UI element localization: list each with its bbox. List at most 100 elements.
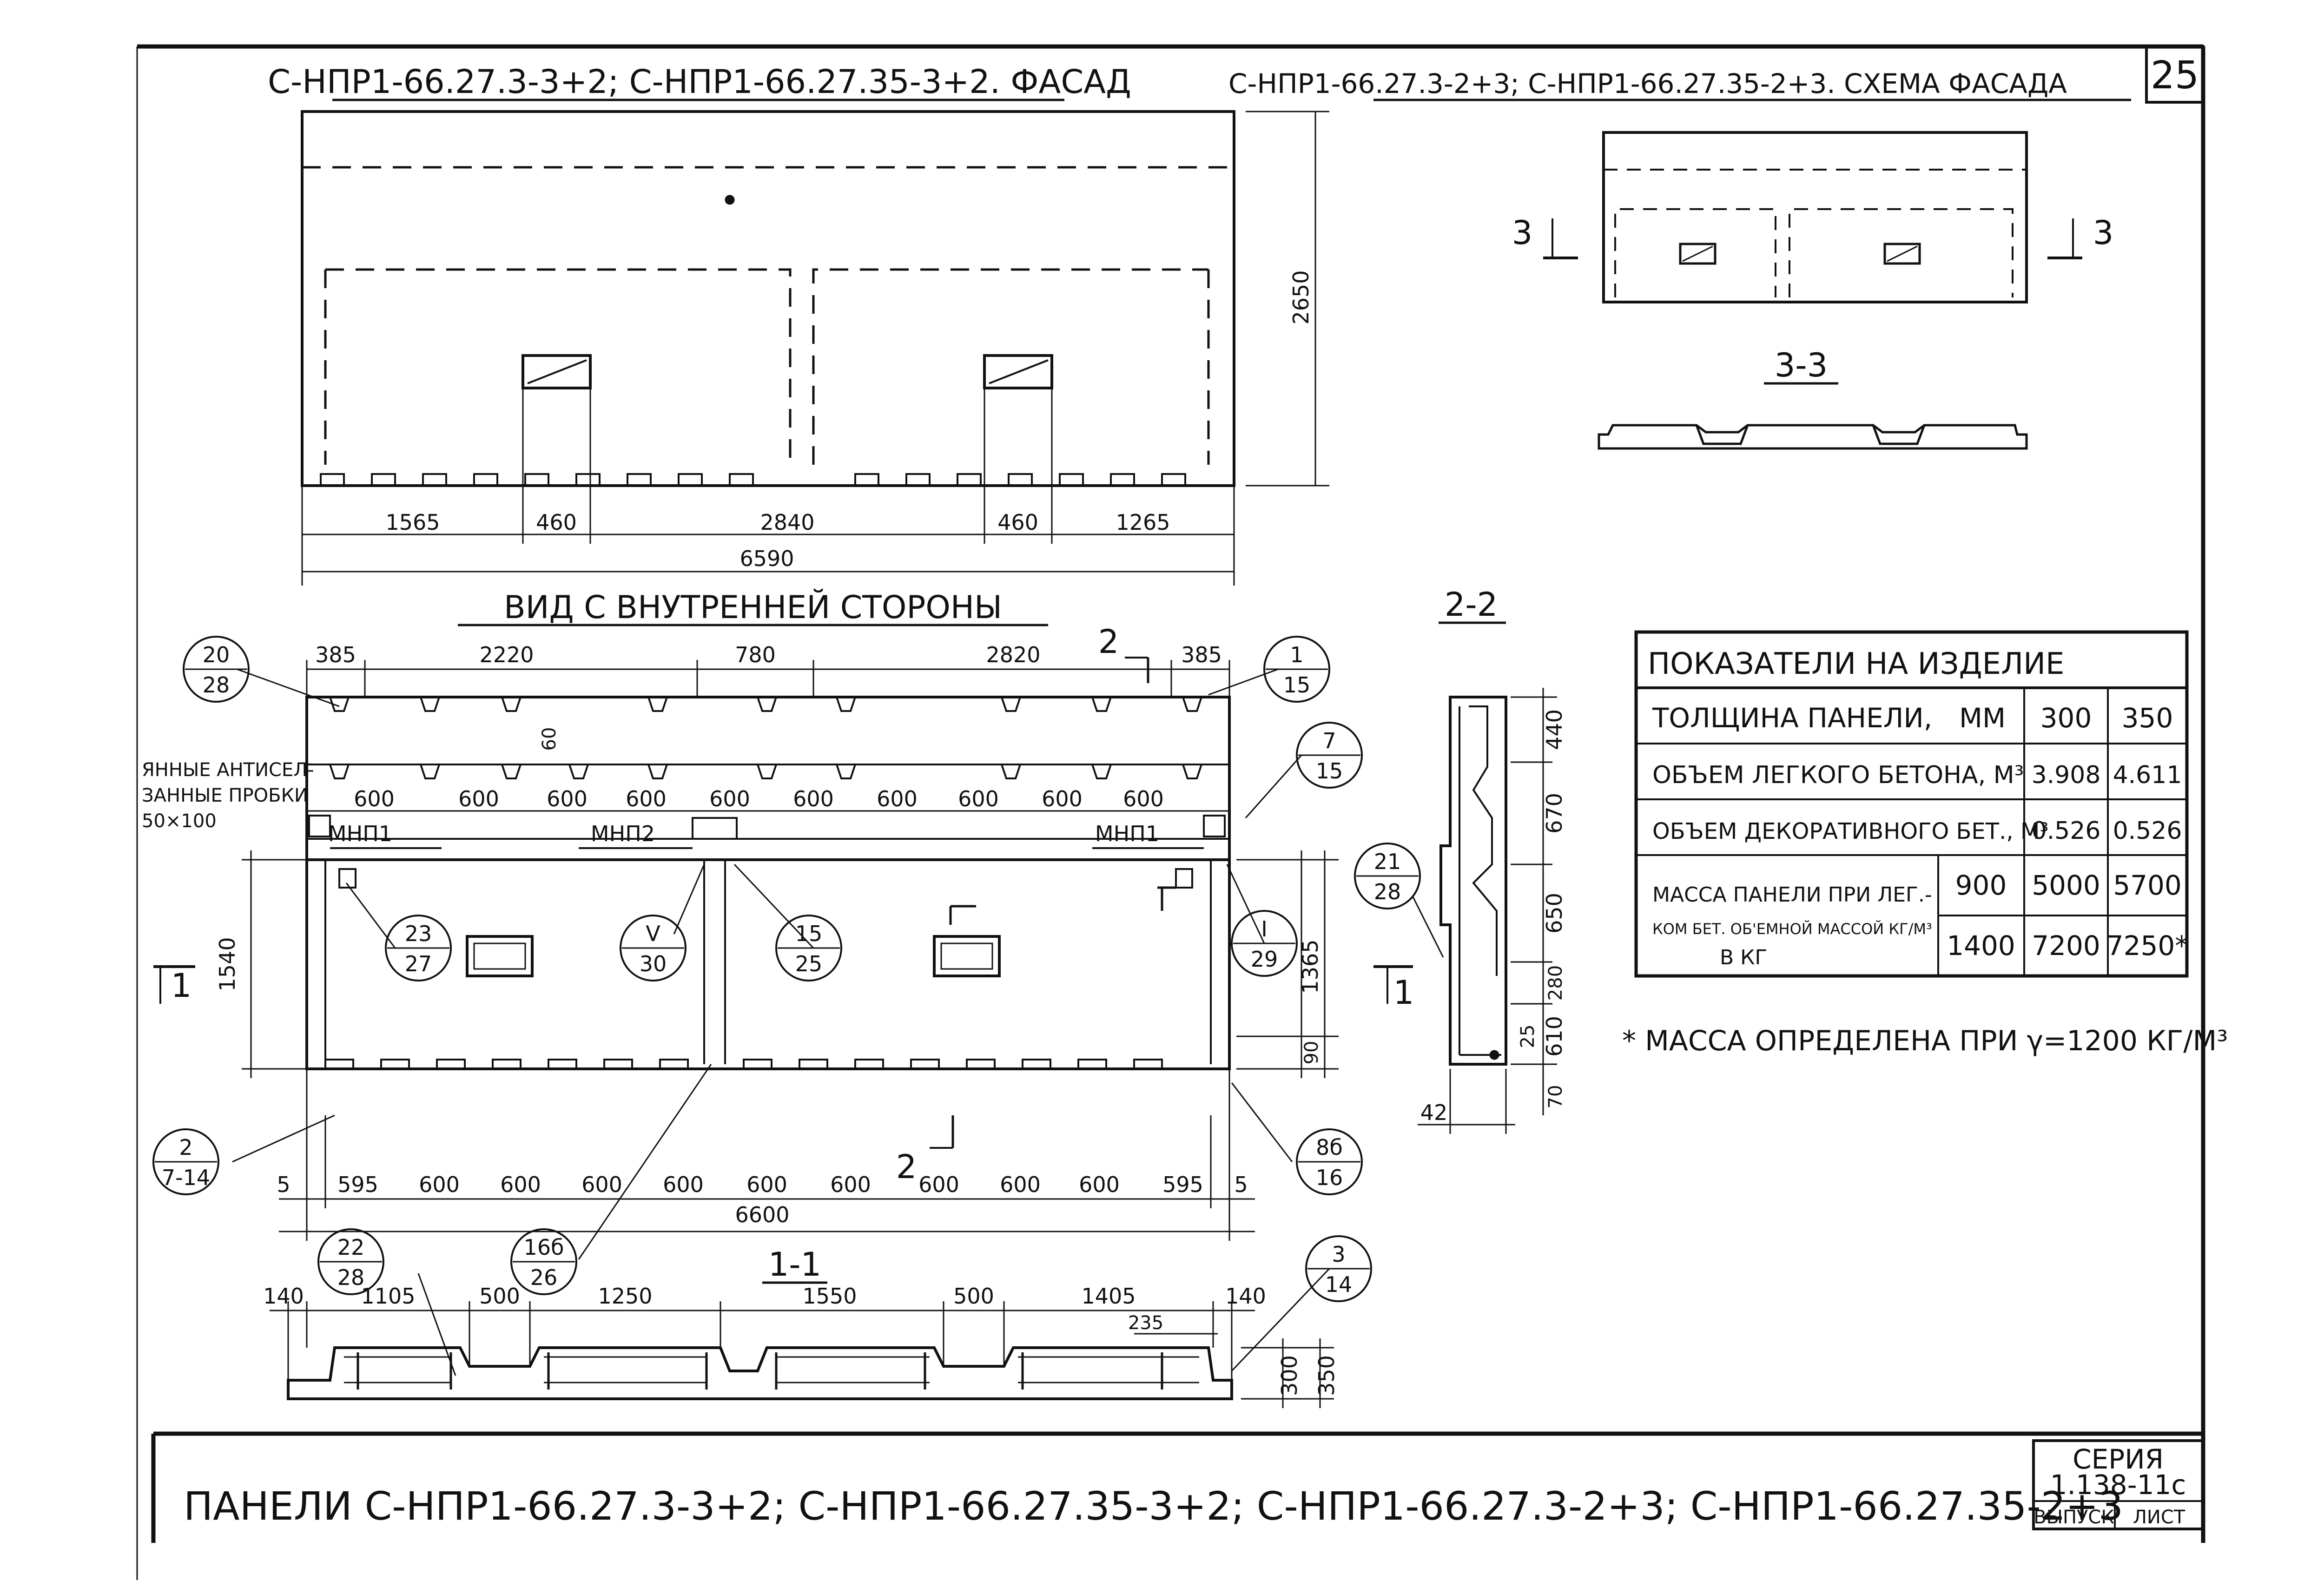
svg-text:27: 27: [405, 951, 432, 976]
callout-23-27: 23 27: [385, 915, 452, 981]
section-1-1-dims: [270, 1301, 1334, 1408]
bottom-dim-label: 600: [746, 1172, 787, 1197]
svg-text:7: 7: [1322, 728, 1336, 753]
inner-dim-1540: 1540: [215, 937, 240, 991]
sec22-dim-label: 610: [1542, 1016, 1567, 1057]
row-600-label: 600: [458, 786, 499, 811]
table-cell-thickness-350: 350: [2122, 702, 2173, 734]
inner-window-left: [466, 935, 534, 977]
facade-dim-1565: 1565: [385, 510, 440, 535]
inner-bottom-dimension-lines: [279, 1069, 1255, 1241]
sec11-dim-label: 350: [1314, 1355, 1339, 1396]
sec11-dim-label: 1405: [1081, 1284, 1136, 1309]
callout-1-15: 1 15: [1263, 636, 1330, 703]
section-3-3-profile: [1598, 424, 2028, 450]
bottom-dim-label: 600: [1079, 1172, 1120, 1197]
sec22-dim-label: 280: [1545, 965, 1566, 1001]
sec11-dim-label: 1550: [802, 1284, 857, 1309]
row-600-label: 600: [626, 786, 667, 811]
bottom-dim-label: 600: [419, 1172, 460, 1197]
series-stamp: [2032, 1439, 2205, 1530]
section-mark-1-right: 1: [1393, 974, 1414, 1012]
facade-title: С-НПР1-66.27.3-3+2; С-НПР1-66.27.35-3+2.…: [268, 63, 1131, 101]
table-cell-thickness-300: 300: [2040, 702, 2092, 734]
svg-text:23: 23: [405, 921, 432, 946]
row-600-label: 600: [1123, 786, 1164, 811]
table-density-900: 900: [1955, 869, 2007, 901]
svg-text:15: 15: [795, 921, 823, 946]
svg-text:28: 28: [337, 1265, 365, 1290]
inner-dim-90: 90: [1301, 1041, 1322, 1065]
svg-text:28: 28: [1374, 879, 1401, 904]
stamp-sheet: ЛИСТ: [2133, 1507, 2185, 1528]
svg-text:15: 15: [1283, 672, 1311, 698]
side-note-line-1: ЯННЫЕ АНТИСЕЛ-: [142, 759, 314, 781]
mnp2-box: [692, 817, 738, 840]
svg-text:29: 29: [1251, 947, 1278, 972]
svg-text:3: 3: [1332, 1242, 1345, 1267]
table-mass-label-3: В КГ: [1720, 946, 1767, 969]
row-600-label: 600: [709, 786, 750, 811]
section-mark-3-left: 3: [1512, 214, 1533, 252]
section-2-2-labels: 440 670 650 280 610 25 70 42: [1420, 709, 1567, 1125]
section-mark-1-left: 1: [171, 967, 192, 1005]
section-mark-3-right: 3: [2093, 214, 2114, 252]
facade-dim-height: 2650: [1288, 270, 1314, 324]
svg-text:28: 28: [203, 672, 230, 698]
table-cell-decor-300: 0.526: [2032, 817, 2101, 845]
inner-view-anchors: [329, 697, 1202, 779]
callout-22-28: 22 28: [317, 1228, 384, 1295]
label-mnp1-right: МНП1: [1095, 821, 1159, 846]
sec11-dim-label: 140: [263, 1284, 304, 1309]
sec22-dim-label: 670: [1542, 793, 1567, 834]
row-600-label: 600: [1042, 786, 1083, 811]
section-3-3-title: 3-3: [1775, 346, 1828, 384]
table-row-thickness-unit: ММ: [1959, 702, 2006, 734]
bottom-dim-label: 595: [337, 1172, 378, 1197]
bottom-dim-label: 600: [663, 1172, 704, 1197]
callout-leaders: [232, 668, 1444, 1376]
facade-dim-460-right: 460: [997, 510, 1038, 535]
table-row-light-concrete-label: ОБЪЕМ ЛЕГКОГО БЕТОНА, М³: [1652, 761, 2024, 789]
side-note-line-3: 50×100: [142, 810, 217, 832]
facade-dim-460-left: 460: [536, 510, 577, 535]
table-cell-light-350: 4.611: [2113, 761, 2182, 789]
sec11-dim-label: 1250: [598, 1284, 652, 1309]
inner-dim-780: 780: [735, 642, 776, 667]
sec11-dim-label: 235: [1128, 1312, 1163, 1334]
svg-text:1: 1: [1290, 642, 1303, 667]
section-mark-2-top: 2: [1098, 623, 1119, 661]
callout-v-30: V 30: [620, 915, 687, 981]
table-cell-light-300: 3.908: [2032, 761, 2101, 789]
label-mnp1-left: МНП1: [328, 821, 392, 846]
inner-dim-2820: 2820: [986, 642, 1040, 667]
bottom-dim-label: 600: [581, 1172, 622, 1197]
section-1-1-labels: 140 1105 500 1250 1550 500 1405 140 235 …: [263, 1284, 1339, 1396]
section-1-1-title: 1-1: [768, 1245, 821, 1284]
bottom-dim-label: 600: [830, 1172, 871, 1197]
row-600-labels: 600 600 600 600 600 600 600 600 600 600: [354, 786, 1164, 811]
stamp-series-label: СЕРИЯ: [2073, 1443, 2164, 1475]
bottom-dim-label: 600: [1000, 1172, 1041, 1197]
table-title: ПОКАЗАТЕЛИ НА ИЗДЕЛИЕ: [1648, 647, 2064, 681]
callout-i-29: I 29: [1231, 910, 1298, 977]
table-cell-decor-350: 0.526: [2113, 817, 2182, 845]
section-mark-2-bottom: 2: [896, 1148, 917, 1186]
section-markers: [153, 657, 1413, 1149]
svg-text:2: 2: [179, 1135, 192, 1160]
sec11-dim-label: 300: [1277, 1355, 1302, 1396]
svg-text:25: 25: [795, 951, 823, 976]
svg-text:V: V: [646, 921, 660, 946]
callout-15-25: 15 25: [775, 915, 842, 981]
callout-21-28: 21 28: [1354, 843, 1421, 909]
callout-8b-16: 8б 16: [1296, 1128, 1363, 1195]
facade-dimension-lines: [301, 111, 1329, 586]
row-600-label: 600: [354, 786, 395, 811]
table-mass-900-300: 5000: [2032, 869, 2100, 901]
sec11-dim-label: 500: [479, 1284, 520, 1309]
mnp1-left-box: [308, 815, 331, 837]
row-600-label: 600: [793, 786, 834, 811]
sec22-dim-label: 650: [1542, 893, 1567, 934]
facade-scheme-title: С-НПР1-66.27.3-2+3; С-НПР1-66.27.35-2+3.…: [1228, 68, 2067, 99]
svg-text:14: 14: [1325, 1272, 1353, 1297]
